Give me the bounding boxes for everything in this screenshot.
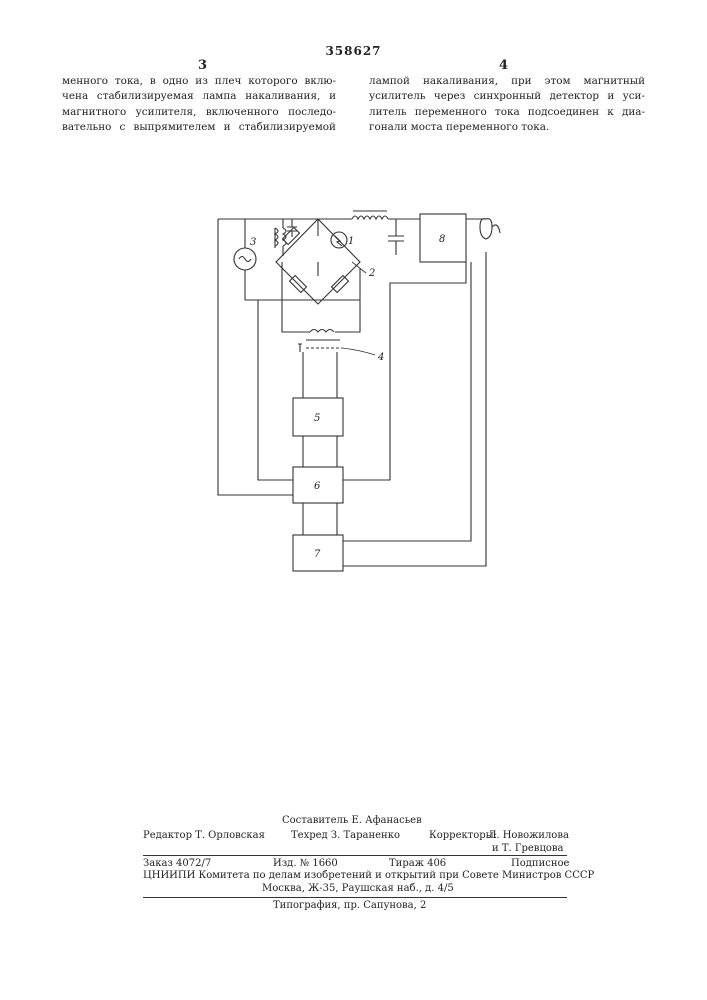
label-1: 1	[348, 236, 354, 247]
bridge-resistor-br	[332, 276, 349, 293]
org-line-2: Москва, Ж-35, Раушская наб., д. 4/5	[262, 883, 454, 894]
corrector-2: и Т. Гревцова	[492, 843, 563, 854]
bus-5-to-6	[303, 436, 337, 467]
sine-icon	[239, 257, 251, 262]
label-6: 6	[314, 481, 321, 492]
input-transformer	[275, 228, 278, 248]
block-7-to-8-wire	[343, 262, 471, 541]
techred: Техред З. Тараненко	[291, 830, 400, 841]
filter-capacitor	[388, 219, 404, 255]
edition: Изд. № 1660	[273, 858, 338, 869]
org-line-1: ЦНИИПИ Комитета по делам изобретений и о…	[143, 870, 594, 881]
load-coil	[480, 219, 500, 239]
bus-6-to-7	[303, 503, 337, 535]
block-6-to-8-wire	[343, 262, 466, 480]
correctors-label: Корректоры:	[429, 830, 497, 841]
label-4: 4	[377, 352, 384, 363]
divider-bottom	[143, 897, 567, 898]
bus-4-to-5	[303, 352, 337, 398]
subscription: Подписное	[511, 858, 569, 869]
output-transformer-primary	[310, 330, 334, 333]
editor: Редактор Т. Орловская	[143, 830, 265, 841]
bridge-output-wires	[282, 262, 360, 332]
label-3: 3	[250, 237, 256, 248]
divider-top	[143, 855, 567, 856]
printing-house: Типография, пр. Сапунова, 2	[273, 900, 426, 911]
choke-coil	[352, 216, 388, 219]
label-7: 7	[314, 549, 321, 560]
label-4-leader	[342, 348, 375, 355]
circulation: Тираж 406	[389, 858, 446, 869]
block-7-output-wire	[343, 252, 486, 566]
order: Заказ 4072/7	[143, 858, 211, 869]
compiler: Составитель Е. Афанасьев	[282, 815, 422, 826]
corrector-1: Л. Новожилова	[488, 830, 569, 841]
label-2: 2	[368, 268, 375, 279]
lamp-filament-icon	[335, 236, 342, 246]
source-to-6-wire	[258, 300, 293, 480]
circuit-diagram: 3 1 2 4 5 6 7 8	[0, 0, 707, 600]
small-capacitor	[287, 219, 297, 237]
label-5: 5	[314, 413, 320, 424]
mag-amp-dc	[298, 344, 302, 352]
label-8: 8	[439, 234, 445, 245]
